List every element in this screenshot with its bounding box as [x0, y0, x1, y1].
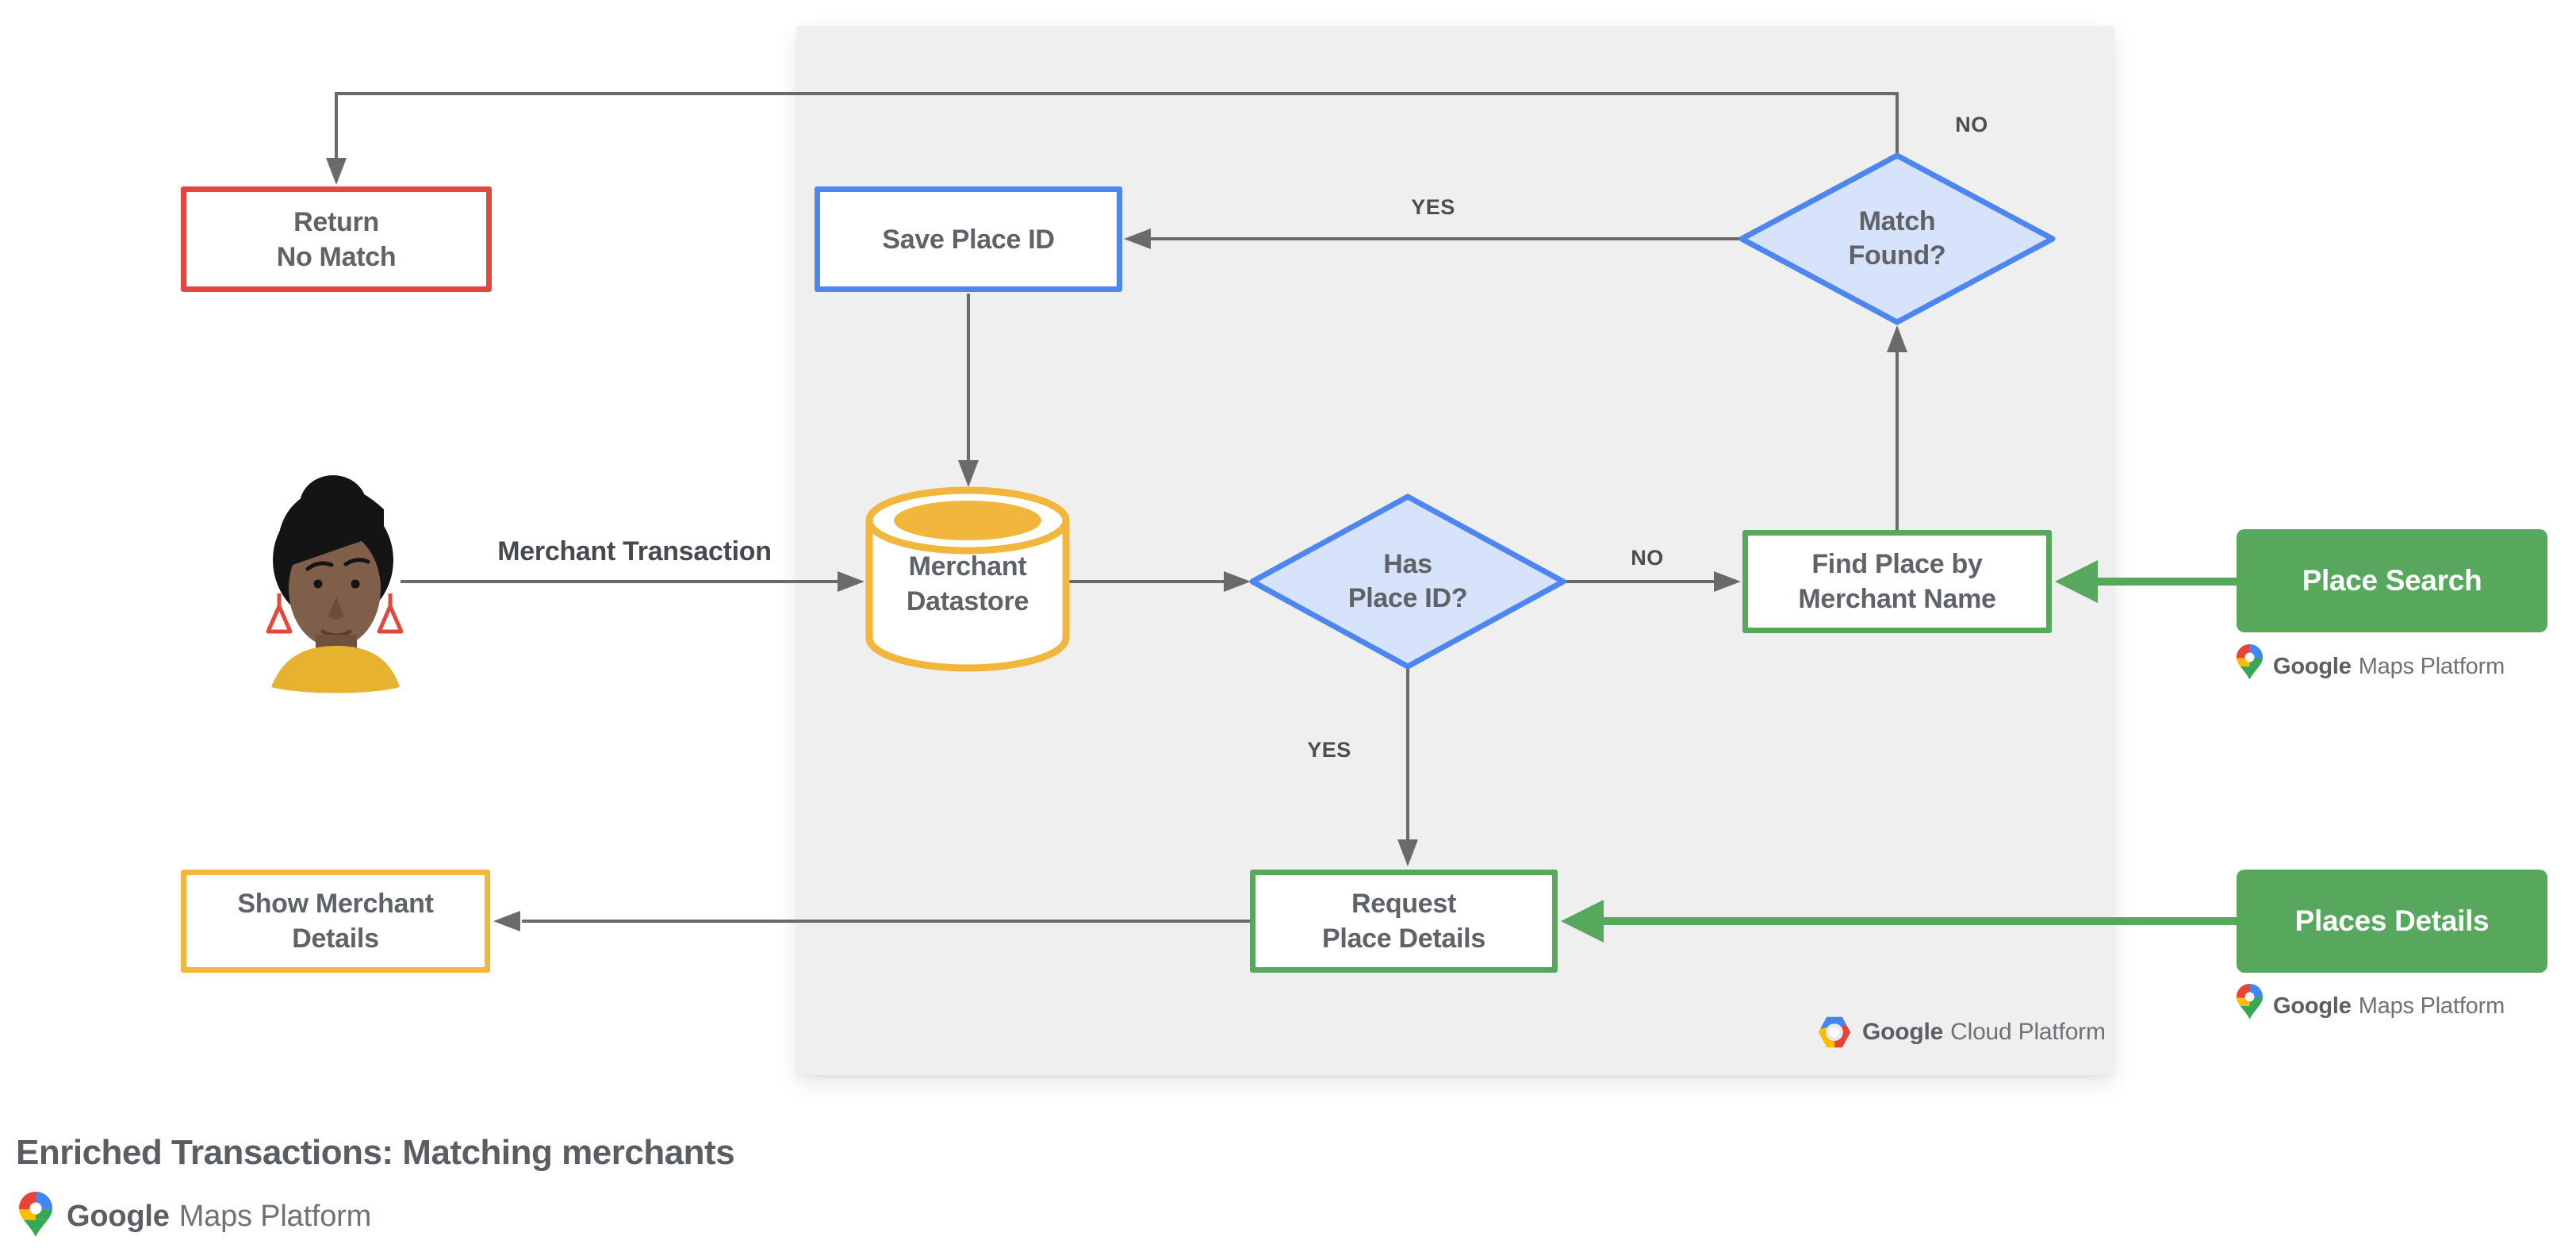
maps-platform-logo-footer: Google Maps Platform: [67, 1198, 371, 1235]
brand-maps-platform: Maps Platform: [178, 1199, 372, 1233]
earring-left: [266, 593, 293, 634]
decision-match-found-label: Match Found?: [1848, 206, 1946, 271]
brand-cloud-platform: Cloud Platform: [1950, 1019, 2106, 1045]
user-avatar: [266, 475, 404, 693]
brand-google: Google: [1862, 1019, 1944, 1045]
node-find-place-by-merchant-name: Find Place by Merchant Name: [1742, 530, 2052, 633]
google-cloud-platform-logo: Google Cloud Platform: [1862, 1017, 2106, 1047]
arrowhead-return: [326, 158, 347, 185]
maps-pin-icon-search: [2237, 644, 2263, 680]
node-return-no-match: Return No Match: [181, 186, 492, 292]
maps-platform-logo-search: Google Maps Platform: [2273, 651, 2505, 682]
decision-has-place-id-label: Has Place ID?: [1347, 549, 1468, 613]
brand-maps-platform: Maps Platform: [2358, 653, 2505, 679]
edge-label-has-place-id-no: NO: [1631, 546, 1664, 570]
arrowhead-show-right: [493, 911, 520, 931]
brand-google: Google: [2273, 993, 2352, 1019]
node-save-place-id: Save Place ID: [815, 186, 1122, 292]
earring-right: [377, 593, 404, 634]
brand-maps-platform: Maps Platform: [2358, 993, 2505, 1019]
maps-platform-logo-details: Google Maps Platform: [2273, 990, 2505, 1022]
node-request-place-details: Request Place Details: [1250, 870, 1558, 973]
edge-label-match-found-yes: YES: [1411, 195, 1455, 219]
node-merchant-datastore-label: Merchant Datastore: [906, 551, 1029, 616]
brand-google: Google: [2273, 653, 2352, 679]
maps-pin-icon-details: [2237, 984, 2263, 1020]
edge-label-match-found-no: NO: [1955, 113, 1988, 136]
maps-pin-icon-footer: [19, 1192, 52, 1237]
chip-places-details: Places Details: [2237, 870, 2547, 973]
chip-place-search: Place Search: [2237, 529, 2547, 632]
page-title: Enriched Transactions: Matching merchant…: [16, 1133, 735, 1172]
node-show-merchant-details: Show Merchant Details: [181, 870, 490, 973]
edge-label-has-place-id-yes: YES: [1307, 738, 1351, 762]
brand-google: Google: [67, 1199, 170, 1233]
edge-label-merchant-transaction: Merchant Transaction: [497, 536, 772, 566]
